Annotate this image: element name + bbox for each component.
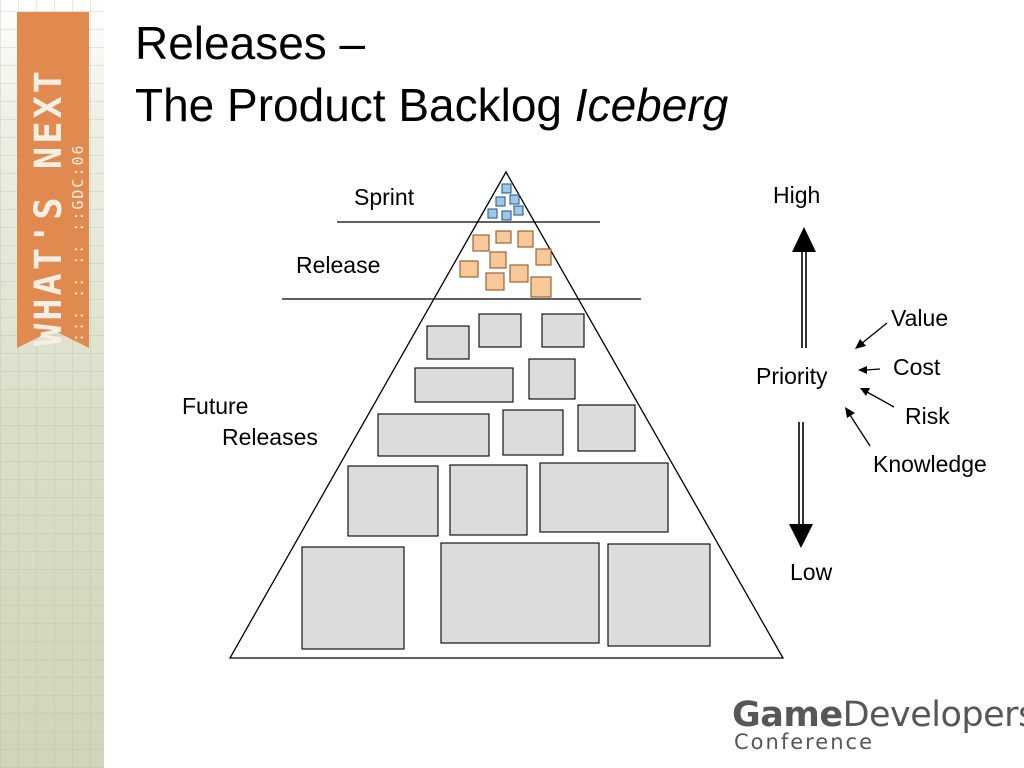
sprint-item <box>509 194 520 205</box>
knowledge-arrow-line <box>849 414 871 447</box>
title-line-2-italic: Iceberg <box>574 79 729 131</box>
future-item <box>478 313 522 348</box>
cost-arrow-line <box>865 368 881 371</box>
future-item <box>440 542 600 644</box>
banner-shape <box>17 12 89 348</box>
release-item <box>530 276 552 298</box>
cost-arrow-icon <box>858 366 867 374</box>
future-item <box>301 546 405 650</box>
risk-arrow-icon <box>860 388 870 396</box>
future-item <box>426 325 470 360</box>
release-item <box>485 272 505 291</box>
release-item <box>535 248 552 266</box>
sprint-item <box>501 210 512 221</box>
title-line-2: The Product Backlog Iceberg <box>135 74 728 136</box>
up-arrow-icon <box>792 227 816 252</box>
game-developers-conference-logo: GameDevelopers Conference <box>732 695 1024 759</box>
gdc-logo-developers: Developers <box>842 695 1024 735</box>
future-item <box>377 413 490 457</box>
gdc-logo-conference: Conference <box>734 730 875 754</box>
sprint-item <box>487 208 498 219</box>
future-item <box>541 313 585 348</box>
gdc-logo-game: Game <box>732 695 843 735</box>
gdc-logo-line1: GameDevelopers <box>732 695 1024 735</box>
priority-label: Priority <box>756 363 828 389</box>
title-line-2-regular: The Product Backlog <box>135 79 575 131</box>
future-item <box>539 462 669 533</box>
release-item <box>509 264 529 283</box>
sprint-item <box>495 196 506 207</box>
release-item <box>472 234 490 252</box>
factor-knowledge: Knowledge <box>873 451 987 477</box>
sprint-item <box>513 205 524 216</box>
future-item <box>528 358 576 400</box>
sidebar-strip: WHAT'S NEXT ::: :: :: ::GDC:06 <box>0 0 104 768</box>
value-arrow-line <box>860 322 888 345</box>
sprint-label: Sprint <box>354 184 415 210</box>
future-item <box>607 543 711 647</box>
priority-scale: High Priority Low <box>756 182 833 585</box>
slide-title: Releases – The Product Backlog Iceberg <box>135 12 728 136</box>
priority-factors: Value Cost Risk Knowledge <box>845 305 987 477</box>
future-item <box>502 409 564 456</box>
future-item <box>449 464 528 536</box>
sprint-item <box>501 183 512 194</box>
low-label: Low <box>790 559 833 585</box>
release-item <box>517 230 534 248</box>
future-item <box>347 465 439 537</box>
future-label-line2: Releases <box>222 424 318 450</box>
future-item <box>577 404 636 452</box>
future-label-line1: Future <box>182 393 248 419</box>
release-item <box>459 260 479 278</box>
knowledge-arrow-icon <box>845 407 855 418</box>
future-release-items <box>301 313 711 650</box>
release-label: Release <box>296 252 380 278</box>
down-arrow-icon <box>789 524 813 548</box>
factor-risk: Risk <box>905 403 950 429</box>
factor-value: Value <box>891 305 948 331</box>
sprint-items <box>487 183 524 221</box>
risk-arrow-line <box>866 391 895 408</box>
whats-next-banner <box>17 12 89 348</box>
release-items <box>459 230 552 298</box>
high-label: High <box>773 182 820 208</box>
value-arrow-icon <box>855 339 866 349</box>
future-item <box>414 367 514 403</box>
title-line-1: Releases – <box>135 17 366 69</box>
release-item <box>489 251 507 269</box>
factor-cost: Cost <box>893 354 941 380</box>
release-item <box>495 230 512 244</box>
